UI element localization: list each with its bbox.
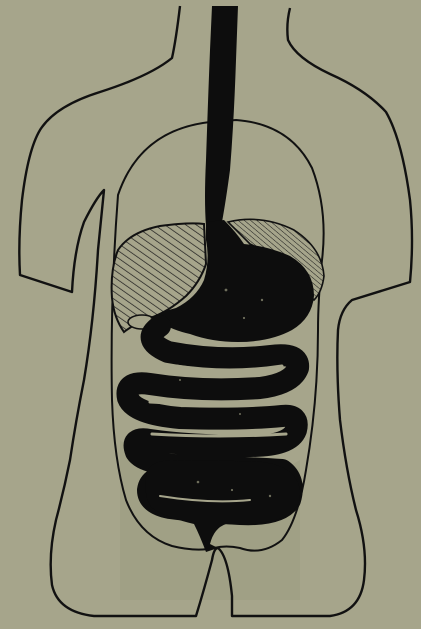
coil-gap-3 [152, 434, 286, 436]
esophagus [205, 6, 238, 226]
coil-gap-2 [150, 402, 282, 404]
